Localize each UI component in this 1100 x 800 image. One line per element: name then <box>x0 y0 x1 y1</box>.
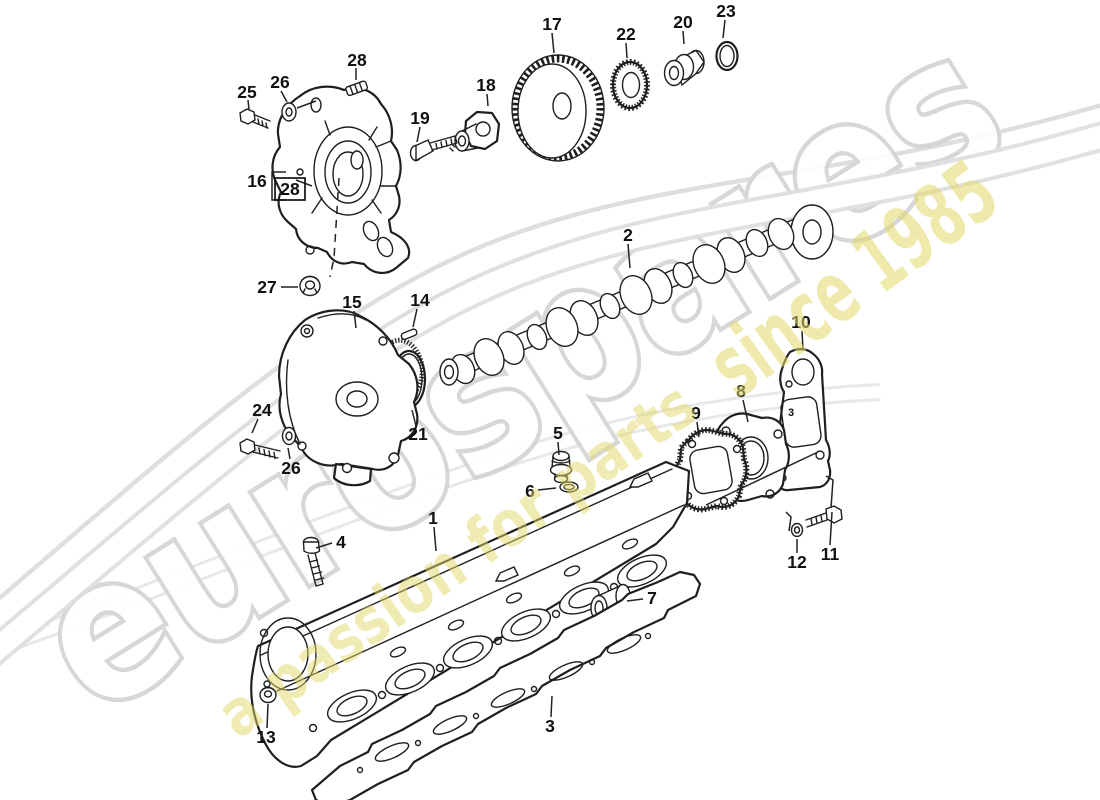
pin-drawing-28 <box>345 80 369 97</box>
part-label-23: 23 <box>716 1 736 21</box>
part-label-26: 26 <box>270 72 290 92</box>
part-label-16: 16 <box>247 171 267 191</box>
bushing-drawing-20 <box>663 49 705 87</box>
bolt-drawing-11 <box>805 505 843 528</box>
leader-line <box>785 511 792 532</box>
part-label-4: 4 <box>336 532 346 552</box>
leader-line <box>251 418 259 434</box>
socket-bolt-drawing-19 <box>409 135 458 162</box>
leader-line <box>626 598 644 602</box>
part-label-3: 3 <box>788 407 794 419</box>
nut-drawing-13 <box>259 686 277 704</box>
part-label-3: 3 <box>545 716 555 736</box>
woodruff-key-drawing-14 <box>400 328 418 341</box>
diagram-line-art <box>239 40 843 800</box>
leader-line <box>296 100 317 109</box>
part-label-1: 1 <box>428 508 438 528</box>
part-label-18: 18 <box>476 75 496 95</box>
leader-line <box>412 308 418 328</box>
part-label-19: 19 <box>410 108 430 128</box>
washer-drawing-26a <box>281 102 297 122</box>
part-label-5: 5 <box>553 423 563 443</box>
part-label-2: 2 <box>623 225 633 245</box>
leader-line <box>627 243 631 269</box>
camshaft-drawing <box>439 204 834 386</box>
leader-line <box>551 32 555 54</box>
leader-line <box>486 93 489 107</box>
leader-line <box>705 451 819 506</box>
washer-drawing-12 <box>790 522 804 538</box>
bearing-bracket-drawing <box>271 85 411 274</box>
bolt-drawing-24 <box>239 438 281 460</box>
leader-line <box>416 126 421 143</box>
leader-line <box>315 542 333 549</box>
part-label-10: 10 <box>791 312 811 332</box>
part-label-24: 24 <box>252 400 272 420</box>
part-label-17: 17 <box>542 14 561 34</box>
leader-line <box>433 526 437 552</box>
leader-line <box>266 703 269 729</box>
part-label-15: 15 <box>342 292 362 312</box>
part-label-26: 26 <box>281 458 301 478</box>
leader-line <box>682 30 685 45</box>
o-ring-drawing-23 <box>715 40 739 72</box>
leader-line <box>722 19 726 39</box>
leader-line <box>411 409 417 427</box>
leader-line <box>280 90 288 103</box>
leader-line <box>353 310 357 329</box>
part-label-27: 27 <box>257 277 276 297</box>
leader-line <box>557 441 560 456</box>
cap-drawing-5 <box>549 450 573 484</box>
leader-lines <box>247 19 833 729</box>
leader-line <box>696 421 700 438</box>
part-label-22: 22 <box>616 24 636 44</box>
leader-line <box>801 330 804 351</box>
part-label-12: 12 <box>787 552 807 572</box>
leader-line <box>287 447 291 460</box>
part-label-20: 20 <box>673 12 693 32</box>
part-label-13: 13 <box>256 727 276 747</box>
part-label-11: 11 <box>821 544 840 564</box>
part-label-8: 8 <box>736 381 746 401</box>
leader-line <box>829 511 833 546</box>
background-swoosh-graphics <box>0 103 1100 656</box>
head-gasket-drawing-3 <box>310 570 702 800</box>
bolt-drawing-25 <box>239 108 271 129</box>
washer-drawing-26b <box>281 426 297 446</box>
leader-line <box>625 42 628 59</box>
seal-ring-drawing-22 <box>610 59 650 111</box>
nut-drawing-27 <box>299 275 321 297</box>
leader-line <box>742 399 749 423</box>
leader-line <box>247 99 250 111</box>
construction-lines <box>271 100 834 532</box>
part-label-21: 21 <box>408 424 428 444</box>
head-bolt-drawing-4 <box>302 536 325 587</box>
chain-cover-drawing <box>277 309 427 487</box>
leader-line <box>295 179 313 187</box>
part-label-28: 28 <box>347 50 367 70</box>
flange-nut-drawing-18 <box>449 110 501 152</box>
leader-line <box>825 475 834 509</box>
brand-watermark-highlight <box>0 121 1100 667</box>
gasket-drawing-9 <box>672 427 750 513</box>
part-label-7: 7 <box>647 588 657 608</box>
leader-line <box>537 487 557 491</box>
part-label-28: 28 <box>280 179 300 199</box>
leader-line <box>550 695 553 718</box>
seal-drawing-6 <box>559 481 579 493</box>
cylinder-head-drawing <box>250 460 691 768</box>
part-label-9: 9 <box>691 403 701 423</box>
part-label-6: 6 <box>525 481 535 501</box>
part-label-box <box>274 177 306 201</box>
part-label-14: 14 <box>410 290 430 310</box>
part-number-labels: 1233456789101112131415161718192021222324… <box>237 1 839 747</box>
gear-wheel-drawing <box>511 54 605 162</box>
part-label-25: 25 <box>237 82 257 102</box>
